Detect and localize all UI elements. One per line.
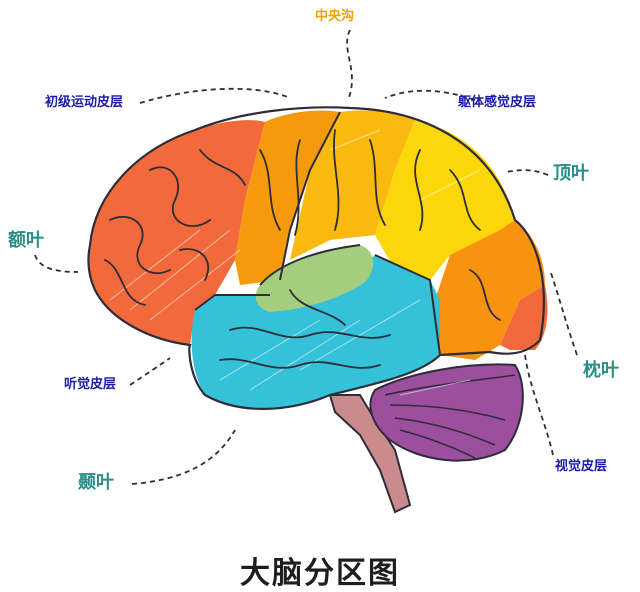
label-central-sulcus: 中央沟 <box>315 9 355 24</box>
gyri-lines <box>104 129 501 369</box>
label-primary-motor-cortex: 初级运动皮层 <box>45 95 124 110</box>
occipital-lobe-region <box>435 220 545 360</box>
brain-outline <box>87 106 545 410</box>
somatosensory-cortex-region <box>290 110 415 260</box>
brainstem-region <box>328 394 412 514</box>
label-frontal-lobe: 额叶 <box>8 230 44 251</box>
temporal-lobe-region <box>191 255 440 409</box>
pointer-arrows <box>34 29 578 485</box>
region-boundaries <box>194 111 441 356</box>
label-temporal-lobe: 颞叶 <box>78 472 114 493</box>
label-visual-cortex: 视觉皮层 <box>555 459 608 474</box>
label-auditory-cortex: 听觉皮层 <box>64 377 117 392</box>
label-somatosensory-cortex: 躯体感觉皮层 <box>458 95 537 110</box>
label-occipital-lobe: 枕叶 <box>583 360 619 381</box>
label-parietal-lobe: 顶叶 <box>553 163 589 184</box>
cerebellum-region <box>369 363 524 462</box>
visual-cortex-region <box>500 285 548 350</box>
frontal-lobe-region <box>88 120 265 345</box>
hatching-texture <box>109 129 481 396</box>
auditory-cortex-region <box>255 245 374 312</box>
diagram-title: 大脑分区图 <box>240 556 400 591</box>
